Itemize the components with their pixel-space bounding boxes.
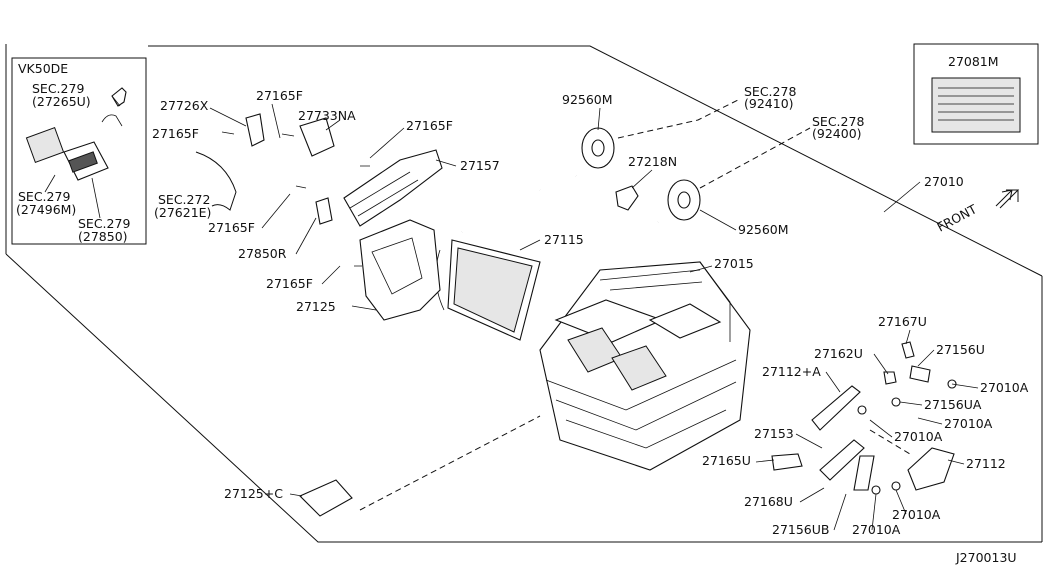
callout-27157: 27157 bbox=[460, 158, 500, 173]
callout-27165f-2: 27165F bbox=[152, 126, 199, 141]
inset-label-2: (27265U) bbox=[32, 94, 91, 109]
callout-27168u: 27168U bbox=[744, 494, 793, 509]
callout-27156ua: 27156UA bbox=[924, 397, 982, 412]
callout-92410: (92410) bbox=[744, 96, 794, 111]
inset-label-5: SEC.279 bbox=[78, 216, 130, 231]
callout-27726x: 27726X bbox=[160, 98, 209, 113]
inset-box: VK50DE SEC.279 (27265U) SEC.279 (27496M)… bbox=[11, 57, 147, 245]
callout-27165u: 27165U bbox=[702, 453, 751, 468]
callout-27162u: 27162U bbox=[814, 346, 863, 361]
callout-92400: (92400) bbox=[812, 126, 862, 141]
callout-92560m-2: 92560M bbox=[738, 222, 789, 237]
board-outline bbox=[5, 44, 1043, 543]
callout-27125c: 27125+C bbox=[224, 486, 283, 501]
leader-lines bbox=[209, 103, 979, 531]
heater-pipes bbox=[461, 167, 660, 241]
grommet-upper bbox=[581, 127, 615, 169]
side-ducts bbox=[343, 149, 443, 321]
dashed-leaders bbox=[359, 99, 911, 511]
heater-core bbox=[435, 239, 541, 341]
inset-title: VK50DE bbox=[18, 61, 68, 76]
callout-92560m-1: 92560M bbox=[562, 92, 613, 107]
callout-27165f-4: 27165F bbox=[208, 220, 255, 235]
inset-label-6: (27850) bbox=[78, 229, 128, 244]
callout-27112a: 27112+A bbox=[762, 364, 821, 379]
heater-unit bbox=[539, 261, 751, 471]
callout-27167u: 27167U bbox=[878, 314, 927, 329]
callout-27125: 27125 bbox=[296, 299, 336, 314]
callout-27015: 27015 bbox=[714, 256, 754, 271]
callout-27010a-1: 27010A bbox=[980, 380, 1029, 395]
label-box: 27081M bbox=[913, 43, 1039, 145]
callouts: 27726X 27165F 27733NA 27165F 27165F 2715… bbox=[152, 84, 1029, 537]
callout-27165f-3: 27165F bbox=[406, 118, 453, 133]
callout-sec272: SEC.272 bbox=[158, 192, 210, 207]
callout-27010a-4: 27010A bbox=[892, 507, 941, 522]
callout-27156u: 27156U bbox=[936, 342, 985, 357]
callout-sec278-1: SEC.278 bbox=[744, 84, 796, 99]
callout-27165f-1: 27165F bbox=[256, 88, 303, 103]
inset-label-1: SEC.279 bbox=[32, 81, 84, 96]
callout-27218n: 27218N bbox=[628, 154, 677, 169]
callout-27621e: (27621E) bbox=[154, 205, 211, 220]
grommet-lower bbox=[667, 179, 701, 221]
callout-27733na: 27733NA bbox=[298, 108, 356, 123]
callout-27153: 27153 bbox=[754, 426, 794, 441]
small-parts-left bbox=[195, 113, 370, 267]
linkage-parts bbox=[299, 341, 957, 517]
diagram-code: J270013U bbox=[955, 550, 1017, 565]
callout-27010a-5: 27010A bbox=[852, 522, 901, 537]
inset-label-4: (27496M) bbox=[16, 202, 76, 217]
clip-27218n bbox=[615, 185, 639, 211]
callout-27165f-5: 27165F bbox=[266, 276, 313, 291]
front-indicator: FRONT bbox=[934, 189, 1020, 235]
callout-27010: 27010 bbox=[924, 174, 964, 189]
callout-27115: 27115 bbox=[544, 232, 584, 247]
callout-27010a-3: 27010A bbox=[894, 429, 943, 444]
callout-27112: 27112 bbox=[966, 456, 1006, 471]
inset-label-3: SEC.279 bbox=[18, 189, 70, 204]
callout-sec278-2: SEC.278 bbox=[812, 114, 864, 129]
callout-27010a-2: 27010A bbox=[944, 416, 993, 431]
label-box-part: 27081M bbox=[948, 54, 999, 69]
front-label: FRONT bbox=[934, 201, 979, 234]
callout-27156ub: 27156UB bbox=[772, 522, 830, 537]
callout-27850r: 27850R bbox=[238, 246, 287, 261]
